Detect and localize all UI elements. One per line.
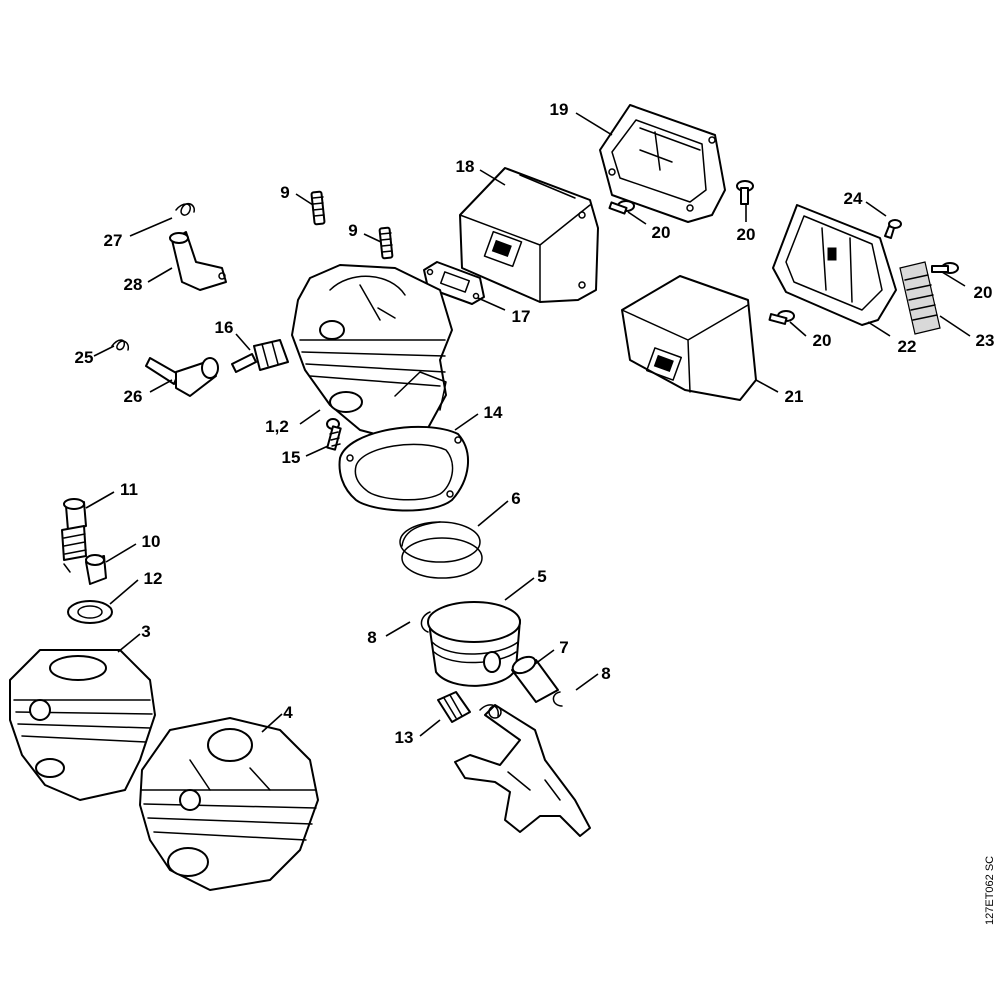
callout-labels: 19 18 9 9 20 20 24 27 28 17 20 16 25 26 … [75,100,995,747]
callout-12: 12 [144,569,163,588]
part-crankshaft [454,704,591,837]
callout-6: 6 [511,489,520,508]
part-12-washer [67,600,113,624]
part-24-screw [884,219,902,239]
part-11-plug [61,498,87,573]
part-8-circlip [420,611,431,633]
part-27-spring [175,202,195,216]
callout-8: 8 [601,664,610,683]
callout-18: 18 [456,157,475,176]
callout-17: 17 [512,307,531,326]
part-18-muffler [459,167,599,303]
part-20-screw [931,262,959,274]
part-5-piston [427,601,521,687]
callout-9: 9 [280,183,289,202]
callout-25: 25 [75,348,94,367]
callout-19: 19 [550,100,569,119]
part-13-needle-bearing [437,691,471,723]
part-10-plug [85,554,107,585]
part-26-spark-plug-boot [145,357,219,397]
callout-20: 20 [974,283,993,302]
part-23-screen [899,261,941,335]
callout-14: 14 [484,403,503,422]
callout-1-2: 1,2 [265,417,289,436]
part-6-piston-rings [399,521,483,579]
callout-20: 20 [813,331,832,350]
callout-7: 7 [559,638,568,657]
callout-5: 5 [537,567,546,586]
callout-28: 28 [124,275,143,294]
callout-20: 20 [737,225,756,244]
callout-13: 13 [395,728,414,747]
part-25-spring-clip [111,339,130,351]
part-9-stud [378,226,394,260]
part-4-cylinder [139,717,319,891]
callout-24: 24 [844,189,863,208]
part-15-screw [326,418,342,451]
part-1-2-cylinder [291,264,453,441]
callout-10: 10 [142,532,161,551]
callout-27: 27 [104,231,123,250]
callout-21: 21 [785,387,804,406]
callout-16: 16 [215,318,234,337]
callout-8: 8 [367,628,376,647]
part-20-screw [608,200,635,215]
part-8-circlip [552,691,563,707]
part-22-cover [772,204,897,326]
part-28-elbow-connector [169,231,227,291]
part-16-spark-plug [231,339,289,373]
callout-20: 20 [652,223,671,242]
leader-lines [85,112,971,737]
callout-3: 3 [141,622,150,641]
callout-11: 11 [120,480,138,499]
callout-9: 9 [348,221,357,240]
callout-15: 15 [282,448,301,467]
part-9-stud [310,190,326,226]
callout-22: 22 [898,337,917,356]
drawing-code: 127ET062 SC [984,856,996,925]
part-20-screw [768,310,795,325]
part-3-cylinder [9,649,156,801]
part-7-piston-pin [511,655,559,703]
callout-4: 4 [283,703,293,722]
part-14-gasket [338,425,470,512]
callout-23: 23 [976,331,995,350]
callout-26: 26 [124,387,143,406]
part-21-muffler [621,275,757,401]
part-19-muffler-housing [599,104,726,223]
part-20-screw [736,180,754,205]
